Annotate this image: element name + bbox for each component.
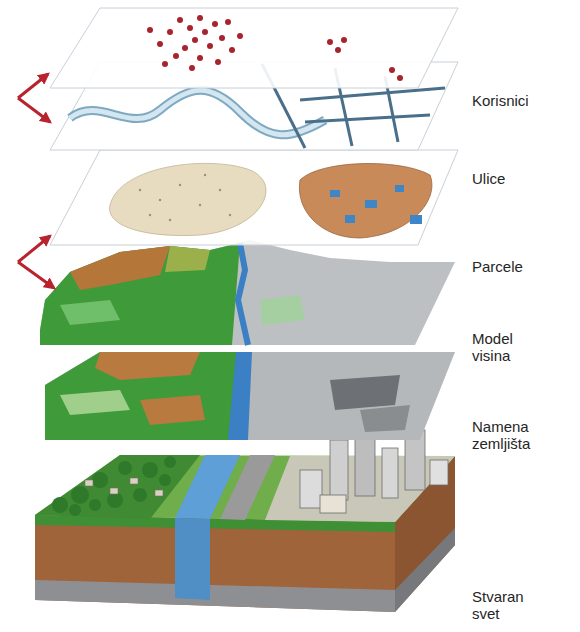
layer-label: Namena zemljišta (472, 418, 550, 453)
red-arrows (18, 74, 54, 288)
land-use-layer (45, 352, 455, 440)
elevation-model-layer (40, 240, 455, 345)
real-world-block (35, 418, 455, 612)
layer-label: Stvaran svet (472, 588, 550, 623)
layer-label: Korisnici (472, 92, 550, 109)
layer-label: Ulice (472, 170, 550, 187)
parcel-layer (50, 150, 458, 245)
layer-label: Model visina (472, 330, 550, 365)
layer-label: Parcele (472, 258, 550, 275)
users-layer (50, 8, 458, 88)
